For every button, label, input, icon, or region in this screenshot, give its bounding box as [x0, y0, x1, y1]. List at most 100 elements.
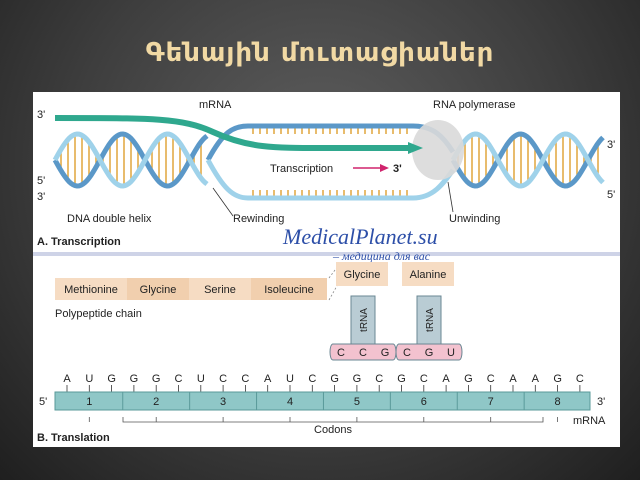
- dna-double-helix-label: DNA double helix: [67, 213, 152, 225]
- polypeptide-label: Polypeptide chain: [55, 308, 142, 320]
- strand-3-label: 3': [597, 396, 605, 408]
- dna-strand-light: [450, 131, 605, 189]
- anticodon-base: G: [425, 347, 434, 359]
- mrna-base: C: [308, 373, 316, 385]
- mrna-base: U: [286, 373, 294, 385]
- trna-label: tRNA: [425, 308, 436, 332]
- rna-polymerase: [412, 120, 464, 180]
- transcription-arrow-head: [380, 164, 389, 172]
- mrna-base: G: [397, 373, 406, 385]
- transcription-label: Transcription: [270, 163, 333, 175]
- mrna-base: U: [197, 373, 205, 385]
- mrna-base: A: [264, 373, 272, 385]
- end-label-left-mid: 5': [37, 175, 45, 187]
- amino-acid-serine: Serine: [204, 284, 236, 296]
- trna-stem: [416, 295, 442, 345]
- trna-anticodon-loop: [395, 343, 463, 361]
- codon-number: 3: [220, 396, 226, 408]
- codon-number: 4: [287, 396, 293, 408]
- rewinding-pointer: [212, 187, 234, 217]
- anticodon-base: C: [337, 347, 345, 359]
- anticodon-base: G: [381, 347, 390, 359]
- mrna-base: C: [576, 373, 584, 385]
- mrna-base: C: [375, 373, 383, 385]
- slide-title: Գենային մուտացիաներ: [145, 38, 495, 68]
- codon-number: 7: [488, 396, 494, 408]
- rewinding-label: Rewinding: [233, 213, 284, 225]
- trna-amino-acid-box: [336, 262, 388, 286]
- codon-numbers: 1 2 3 4 5 6 7 8: [86, 396, 560, 408]
- codon-number: 5: [354, 396, 360, 408]
- mrna-arrowhead: [408, 142, 423, 154]
- strand-5-label: 5': [39, 396, 47, 408]
- trna-amino-acid-label: Alanine: [410, 269, 447, 281]
- mrna-base: G: [330, 373, 339, 385]
- mrna-base: A: [509, 373, 517, 385]
- base-pair-rungs: [60, 126, 599, 198]
- amino-acid-box: [251, 278, 327, 300]
- codon-number: 1: [86, 396, 92, 408]
- unwinding-label: Unwinding: [449, 213, 500, 225]
- codons-label: Codons: [314, 424, 352, 436]
- trna-anticodon-loop: [329, 343, 397, 361]
- polypeptide-chain: Methionine Glycine Serine Isoleucine: [55, 278, 327, 300]
- mrna-base: C: [241, 373, 249, 385]
- trna-amino-acid-box: [402, 262, 454, 286]
- mrna-base: G: [152, 373, 161, 385]
- codon-number: 8: [555, 396, 561, 408]
- panel-divider: [33, 252, 620, 256]
- mrna-base: C: [219, 373, 227, 385]
- mrna-base: C: [175, 373, 183, 385]
- end-label-left-bot: 3': [37, 191, 45, 203]
- mrna-base: A: [63, 373, 71, 385]
- amino-acid-glycine: Glycine: [140, 284, 177, 296]
- mrna-base: U: [85, 373, 93, 385]
- section-b-label: B. Translation: [37, 432, 110, 444]
- mrna-base: G: [130, 373, 139, 385]
- anticodon-base: U: [447, 347, 455, 359]
- mrna-base: A: [532, 373, 540, 385]
- anticodon-base: C: [403, 347, 411, 359]
- dna-strand-dark: [450, 131, 605, 189]
- dna-strand-dark: [52, 131, 209, 189]
- codon-number: 6: [421, 396, 427, 408]
- watermark-tagline: – медицина для вас: [332, 249, 431, 263]
- rna-polymerase-label: RNA polymerase: [433, 99, 516, 111]
- codon-number: 2: [153, 396, 159, 408]
- mrna-base: G: [553, 373, 562, 385]
- unwinding-pointer: [447, 181, 454, 213]
- section-a-label: A. Transcription: [37, 236, 121, 248]
- mrna-base: C: [487, 373, 495, 385]
- trna-stem: [350, 295, 376, 345]
- mrna-label-a: mRNA: [199, 99, 232, 111]
- transcription-end-label: 3': [393, 163, 402, 175]
- amino-acid-isoleucine: Isoleucine: [264, 284, 314, 296]
- dna-strand-light: [205, 158, 456, 201]
- trna-amino-acid-label: Glycine: [344, 269, 381, 281]
- amino-acid-box: [55, 278, 127, 300]
- mrna-base: G: [107, 373, 116, 385]
- trna-glycine: Glycine tRNA C C G: [329, 262, 397, 361]
- mrna-base: A: [442, 373, 450, 385]
- end-label-right-bot: 5': [607, 189, 615, 201]
- codon-ticks: [88, 417, 558, 422]
- amino-acid-box: [127, 278, 189, 300]
- end-label-left-top: 3': [37, 109, 45, 121]
- trna-alanine: Alanine tRNA C G U: [395, 262, 463, 361]
- mrna-base: G: [464, 373, 473, 385]
- watermark-site: MedicalPlanet.su: [282, 224, 438, 249]
- mrna-label-b: mRNA: [573, 415, 606, 427]
- mrna-strand-bar: [54, 391, 591, 411]
- mrna-strand: [54, 115, 415, 151]
- amino-acid-box: [189, 278, 251, 300]
- codon-dividers: [122, 392, 525, 410]
- mrna-base: G: [353, 373, 362, 385]
- dna-strand-light: [52, 131, 209, 189]
- diagram-figure: mRNA RNA polymerase Transcription 3' DNA…: [33, 92, 620, 447]
- codons-bracket: [122, 417, 544, 423]
- end-label-right-top: 3': [607, 139, 615, 151]
- amino-acid-methionine: Methionine: [64, 284, 118, 296]
- anticodon-base: C: [359, 347, 367, 359]
- genetics-diagram: mRNA RNA polymerase Transcription 3' DNA…: [33, 92, 620, 444]
